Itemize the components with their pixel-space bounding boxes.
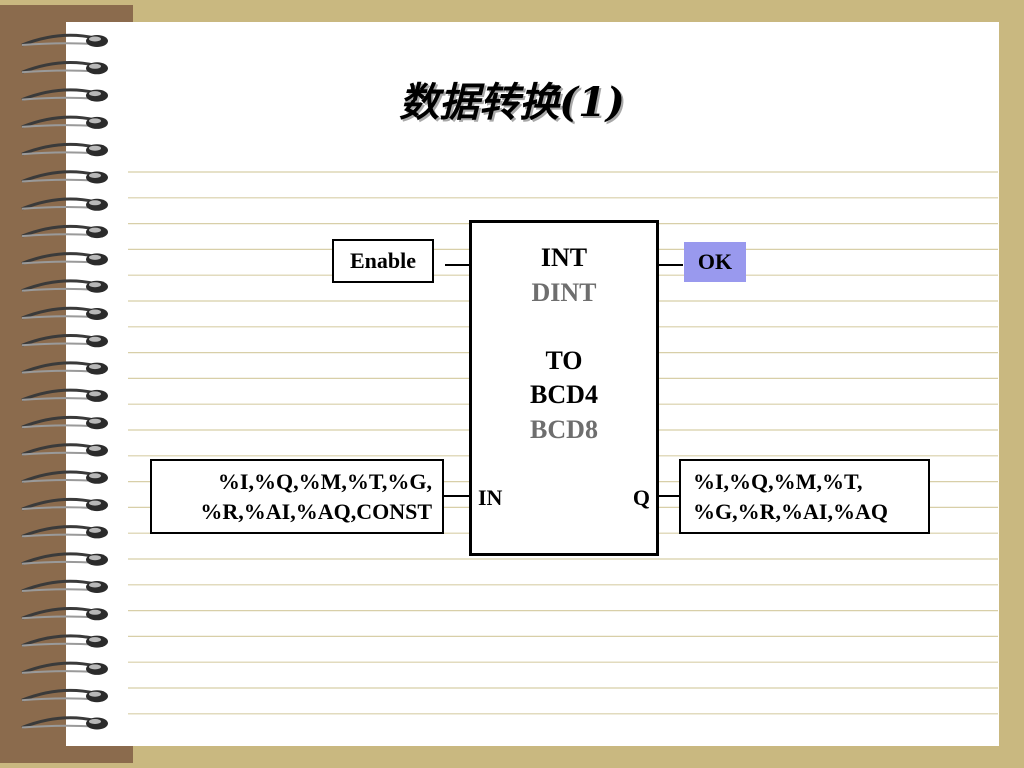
spiral-ring (21, 415, 108, 430)
q-operand-line: %I,%Q,%M,%T, (693, 469, 863, 494)
spiral-ring (21, 142, 108, 157)
block-line-int: INT (540, 243, 588, 272)
spiral-ring (21, 252, 108, 266)
q-operand-line: %G,%R,%AI,%AQ (693, 499, 888, 524)
enable-input-box: Enable (332, 239, 434, 283)
spiral-ring (21, 607, 108, 621)
in-operand-line: %I,%Q,%M,%T,%G, (217, 469, 432, 494)
spiral-binding (21, 33, 108, 730)
in-operand-line: %R,%AI,%AQ,CONST (200, 499, 432, 524)
block-line-to: TO (545, 346, 583, 375)
spiral-ring (21, 224, 108, 239)
in-wire (444, 495, 469, 497)
spiral-ring (21, 197, 108, 211)
spiral-ring (21, 61, 108, 75)
spiral-ring (21, 306, 108, 320)
enable-wire (445, 264, 469, 266)
spiral-ring (21, 88, 108, 102)
ok-label: OK (697, 249, 733, 274)
function-block: INT DINT TO BCD4 BCD8 IN Q (469, 220, 659, 556)
enable-label: Enable (349, 248, 417, 273)
spiral-ring (21, 170, 108, 184)
q-operand-box: %I,%Q,%M,%T, %G,%R,%AI,%AQ (679, 459, 930, 534)
spiral-ring (21, 634, 108, 648)
block-line-bcd8: BCD8 (530, 415, 598, 444)
spiral-ring (21, 661, 108, 675)
spiral-ring (21, 579, 108, 593)
spiral-ring (21, 33, 108, 47)
block-line-bcd4: BCD4 (530, 380, 598, 409)
pin-in-label: IN (478, 485, 503, 510)
spiral-ring (21, 525, 108, 539)
slide-title: 数据转换(1) (399, 79, 625, 126)
spiral-ring (21, 115, 108, 129)
spiral-ring (21, 388, 108, 402)
ok-output-box: OK (684, 242, 746, 282)
spiral-ring (21, 470, 108, 484)
spiral-ring (21, 334, 108, 348)
spiral-ring (21, 688, 108, 703)
spiral-ring (21, 552, 108, 566)
ok-wire (659, 264, 683, 266)
in-operand-box: %I,%Q,%M,%T,%G, %R,%AI,%AQ,CONST (150, 459, 444, 534)
spiral-ring (21, 279, 108, 293)
spiral-ring (21, 497, 108, 512)
spiral-ring (21, 716, 108, 730)
spiral-ring (21, 361, 108, 375)
q-wire (657, 495, 679, 497)
block-line-dint: DINT (531, 278, 597, 307)
spiral-ring (21, 443, 108, 457)
pin-q-label: Q (632, 485, 650, 510)
